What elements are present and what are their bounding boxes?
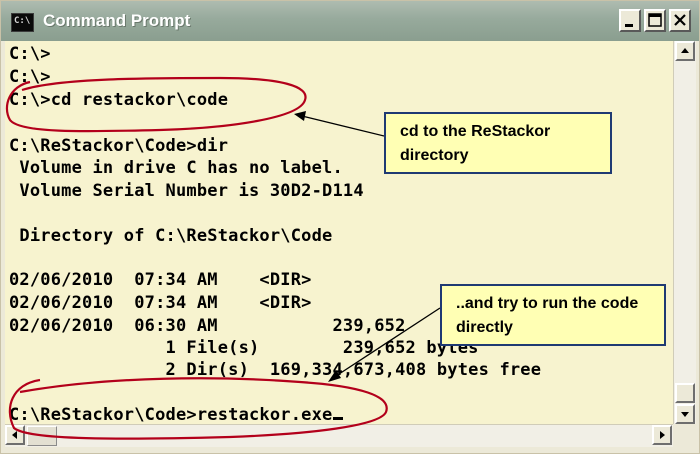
title-bar[interactable]: C:\ Command Prompt [1, 1, 699, 41]
console-line: Volume in drive C has no label. [9, 158, 343, 178]
arrow-to-restackor-exe [328, 307, 441, 382]
console-line: 2 Dir(s) 169,334,673,408 bytes free [9, 360, 542, 380]
arrow-down-icon [681, 412, 689, 417]
vertical-scrollbar[interactable] [673, 41, 696, 424]
close-icon [671, 11, 689, 30]
callout-cd-directory: cd to the ReStackor directory [384, 112, 612, 174]
console-line: 02/06/2010 06:30 AM 239,652 [9, 316, 406, 336]
window-title: Command Prompt [43, 11, 191, 30]
highlight-ellipse-restackor-exe [8, 377, 388, 440]
arrow-up-icon [681, 48, 689, 53]
console-prompt-line: C:\ReStackor\Code>restackor.exe [9, 405, 344, 425]
arrow-left-icon [12, 431, 17, 439]
console-line: C:\> [9, 44, 51, 64]
minimize-icon [621, 11, 639, 30]
scroll-down-button[interactable] [675, 404, 695, 424]
callout-run-code: ..and try to run the code directly [440, 284, 666, 346]
console-line: 02/06/2010 07:34 AM <DIR> [9, 270, 312, 290]
text-cursor [333, 417, 344, 420]
console-output[interactable]: C:\> C:\> C:\>cd restackor\code C:\ReSta… [5, 41, 673, 425]
console-line: Volume Serial Number is 30D2-D114 [9, 181, 364, 201]
console-line: Directory of C:\ReStackor\Code [9, 226, 333, 246]
arrow-right-icon [660, 431, 665, 439]
icon-label: C:\ [14, 16, 31, 26]
maximize-icon [646, 11, 664, 30]
highlight-ellipse-cd-command [5, 76, 307, 133]
console-line: C:\ReStackor\Code>dir [9, 136, 229, 156]
arrow-to-cd-command [294, 111, 385, 137]
scroll-up-button[interactable] [675, 41, 695, 61]
resize-grip[interactable] [673, 424, 695, 446]
close-button[interactable] [669, 9, 691, 32]
command-prompt-icon[interactable]: C:\ [11, 13, 34, 32]
minimize-button[interactable] [619, 9, 641, 32]
scroll-right-button[interactable] [652, 425, 672, 445]
console-line: 02/06/2010 07:34 AM <DIR> [9, 293, 312, 313]
console-line: C:\> [9, 67, 51, 87]
maximize-button[interactable] [644, 9, 666, 32]
console-line: C:\>cd restackor\code [9, 90, 229, 110]
scroll-thumb[interactable] [675, 383, 695, 403]
console-prompt-text: C:\ReStackor\Code>restackor.exe [9, 405, 333, 425]
